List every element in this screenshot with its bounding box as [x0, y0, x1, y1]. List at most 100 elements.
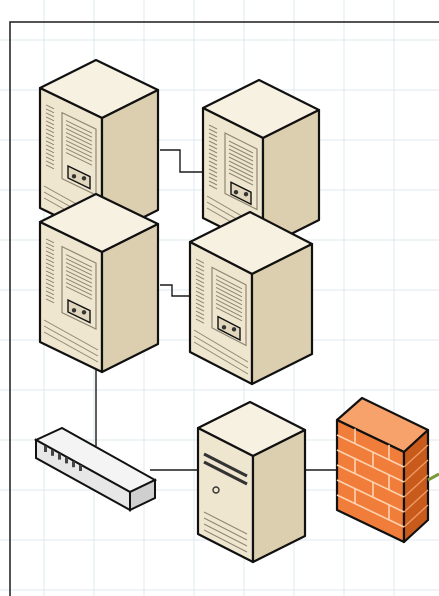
panel-vent — [228, 152, 254, 166]
vent-slot — [45, 136, 55, 142]
tower-panel — [211, 266, 247, 347]
brick-mortar — [336, 464, 405, 498]
connector-server-tower-3-server-tower-4[interactable] — [160, 284, 190, 297]
brick-mortar — [403, 504, 429, 528]
base-vent — [43, 331, 99, 363]
vent-slot — [195, 274, 205, 280]
vent-slot — [45, 116, 55, 122]
vent-slot — [45, 246, 55, 252]
vent-slot — [208, 140, 218, 146]
vent-slot — [45, 270, 55, 276]
vent-slot — [195, 306, 205, 312]
panel-vent — [215, 286, 243, 302]
vent-slot — [45, 164, 55, 170]
brick-mortar — [336, 479, 405, 513]
vent-slot — [45, 160, 55, 166]
brick-mortar — [336, 449, 405, 483]
panel-vent — [215, 298, 243, 314]
vent-slot — [195, 278, 205, 284]
vent-slot — [45, 242, 55, 248]
panel-vent — [65, 152, 93, 166]
connector-server-tower-1-server-tower-2[interactable] — [160, 149, 203, 173]
page-border — [9, 21, 439, 596]
vent-slot — [45, 290, 55, 296]
tower-panel — [61, 245, 97, 331]
vent-slot — [45, 274, 55, 280]
vent-slot — [45, 286, 55, 292]
vent-slot — [195, 310, 205, 316]
panel-vent — [228, 144, 254, 158]
panel-vent — [65, 266, 93, 280]
vent-slot — [195, 314, 205, 320]
brick-mortar — [336, 434, 405, 468]
panel-vent — [65, 286, 93, 300]
vent-slot — [208, 176, 218, 182]
vent-slot — [208, 132, 218, 138]
server-tower-icon[interactable] — [188, 210, 314, 386]
switch-port — [44, 446, 47, 452]
vent-slot — [45, 128, 55, 134]
vent-slot — [208, 144, 218, 150]
vent-slot — [208, 148, 218, 154]
panel-vent — [228, 164, 254, 178]
vent-slot — [208, 136, 218, 142]
switch-port — [65, 457, 68, 464]
vent-slot — [45, 250, 55, 256]
diagram-shapes[interactable] — [33, 58, 439, 564]
switch-port — [79, 465, 82, 471]
brick-mortar — [403, 444, 429, 468]
vent-slot — [208, 180, 218, 186]
network-switch-icon[interactable] — [33, 426, 158, 512]
vent-slot — [45, 108, 55, 114]
base-vent — [43, 319, 99, 351]
brick-mortar — [403, 459, 429, 483]
power-led — [71, 308, 77, 313]
vent-slot — [45, 112, 55, 118]
power-led — [221, 325, 227, 330]
vent-slot — [45, 298, 55, 304]
vent-slot — [195, 298, 205, 304]
drive-bay — [67, 164, 91, 190]
panel-vent — [228, 168, 254, 182]
vent-slot — [195, 290, 205, 296]
vent-slot — [208, 152, 218, 158]
server-tower-icon[interactable] — [201, 78, 321, 250]
firewall-icon[interactable] — [335, 396, 439, 544]
vent-slot — [195, 266, 205, 272]
switch-port — [58, 453, 61, 460]
tower-panel — [224, 132, 258, 211]
panel-vent — [65, 144, 93, 158]
vent-slot — [45, 294, 55, 300]
server-icon[interactable] — [196, 400, 307, 564]
drive-bay — [67, 298, 91, 324]
panel-vent — [215, 306, 243, 322]
vent-slot — [208, 168, 218, 174]
panel-vent — [65, 274, 93, 288]
panel-vent — [65, 282, 93, 296]
vent-slot — [45, 132, 55, 138]
tower-side — [100, 222, 160, 374]
connector-lines — [95, 149, 337, 471]
drive-bay — [203, 452, 248, 486]
vent-slot — [195, 258, 205, 264]
page-edge — [9, 21, 439, 596]
vent-slot — [195, 294, 205, 300]
activity-led — [81, 176, 87, 181]
vent-slot — [195, 318, 205, 324]
switch-port — [51, 449, 54, 456]
power-led — [71, 174, 77, 179]
base-vent — [193, 329, 249, 363]
vent-slot — [45, 262, 55, 268]
vent-slot — [208, 184, 218, 190]
panel-vent — [65, 258, 93, 272]
base-vent — [203, 523, 248, 547]
switch-side — [129, 478, 156, 512]
server-tower-icon[interactable] — [38, 192, 160, 374]
panel-vent — [215, 294, 243, 310]
base-vent — [43, 325, 99, 357]
server-side — [251, 428, 307, 564]
vent-slot — [45, 266, 55, 272]
switch-port — [72, 461, 75, 468]
vent-slot — [208, 160, 218, 166]
